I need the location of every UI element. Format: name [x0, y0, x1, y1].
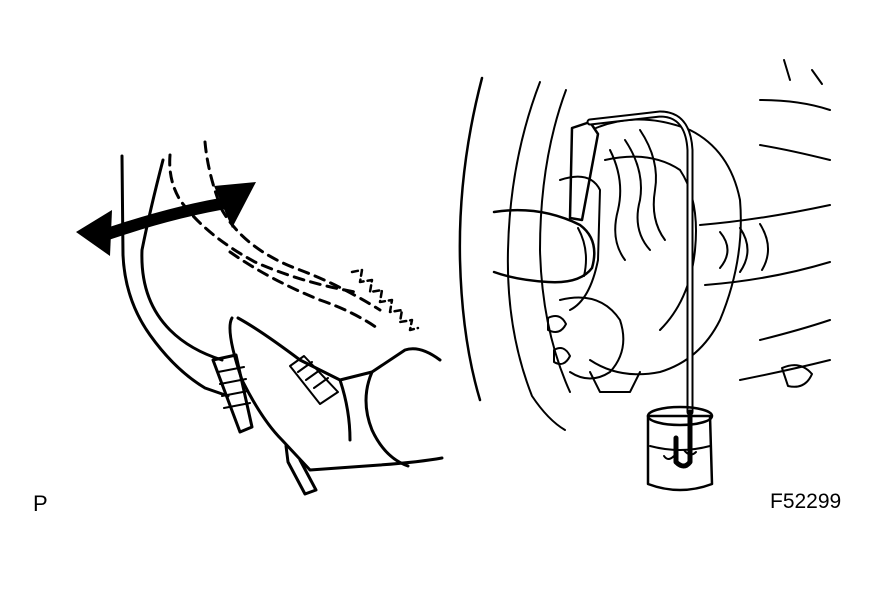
- figure-corner-letter: P: [33, 491, 48, 516]
- figure-number: F52299: [770, 490, 842, 513]
- brake-pedal-illustration: [120, 140, 444, 496]
- double-arrow-icon: [76, 182, 256, 256]
- brake-bleeder-illustration: [458, 59, 831, 492]
